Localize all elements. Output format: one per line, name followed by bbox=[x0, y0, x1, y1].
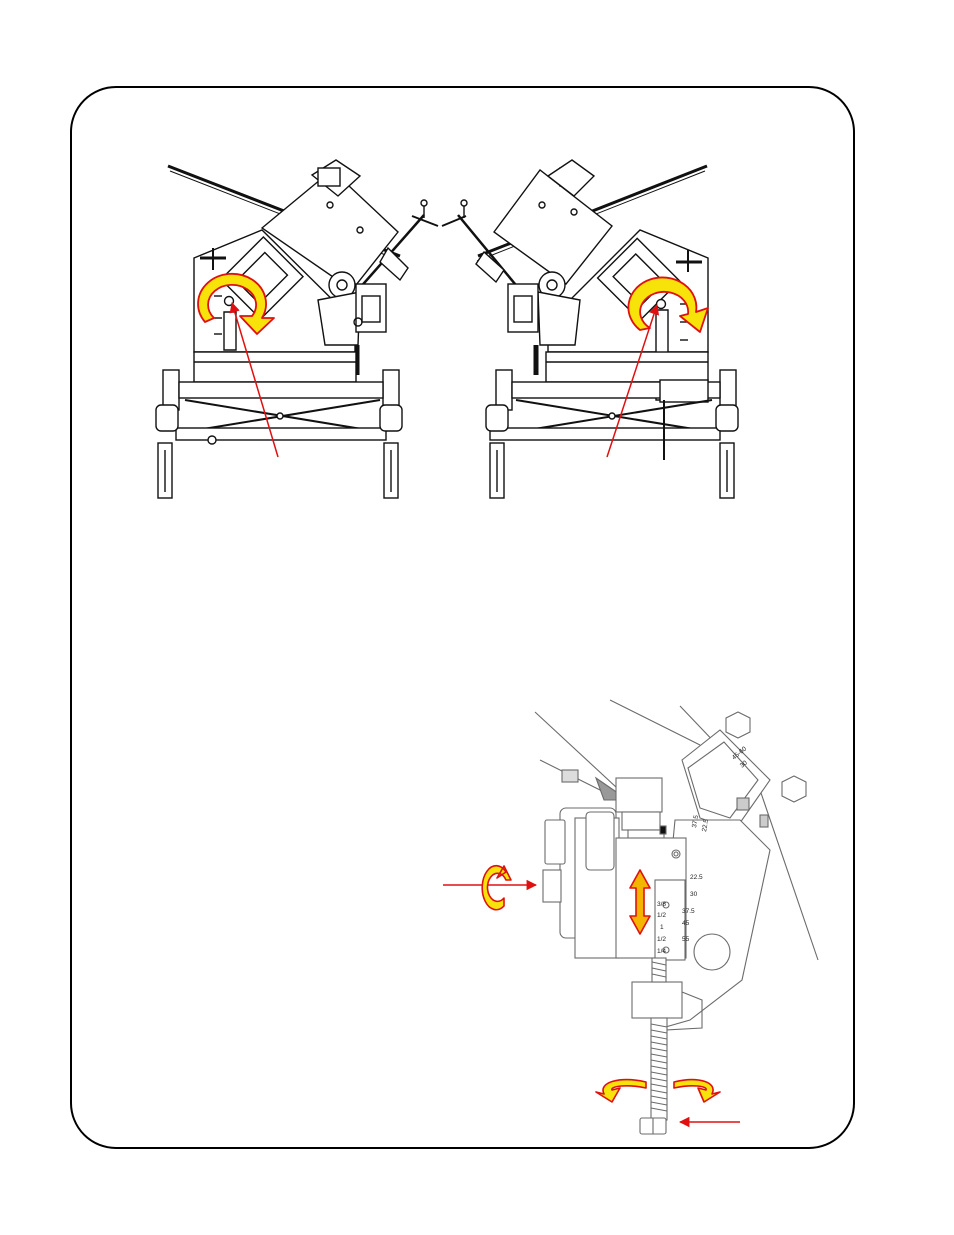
scale-fraction: 1/4 bbox=[657, 948, 666, 955]
bevel-head-detail bbox=[535, 700, 818, 1134]
scale-tick: 45 bbox=[682, 920, 690, 927]
scale-fraction: 1/2 bbox=[657, 936, 666, 943]
scale-tick: 37.5 bbox=[682, 908, 695, 915]
scale-tick: 30 bbox=[690, 891, 698, 898]
scale-tick: 22.5 bbox=[690, 874, 703, 881]
scale-fraction: 1 bbox=[660, 924, 664, 931]
scale-tick: 55 bbox=[682, 936, 690, 943]
left-machine bbox=[156, 160, 438, 498]
scale-fraction: 1/2 bbox=[657, 912, 666, 919]
scale-fraction: 3/8 bbox=[657, 901, 666, 908]
counter-clockwise-arrow-icon bbox=[482, 866, 511, 910]
right-machine bbox=[442, 160, 738, 498]
